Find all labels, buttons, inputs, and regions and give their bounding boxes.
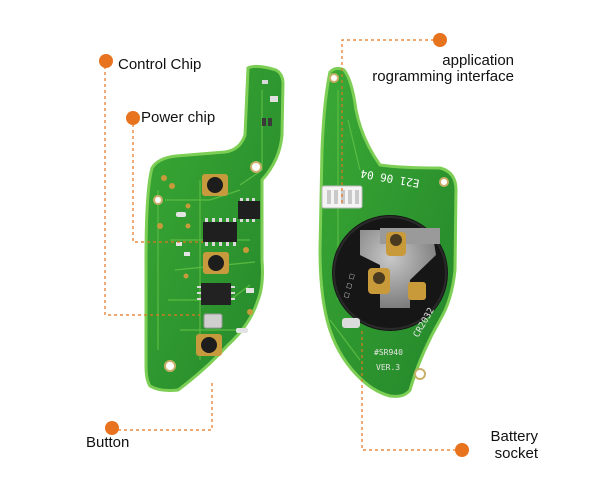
callout-power-chip: Power chip xyxy=(141,109,216,126)
leader-line-battery xyxy=(361,328,462,451)
power-chip xyxy=(238,198,260,222)
mounting-hole xyxy=(329,73,339,83)
smd-component xyxy=(262,118,266,126)
rf-chip xyxy=(197,283,235,305)
solder-pads xyxy=(157,175,253,315)
marker-power-chip xyxy=(126,111,140,125)
marker-battery xyxy=(455,443,469,457)
leader-line-power-chip xyxy=(132,118,203,243)
mounting-hole xyxy=(414,368,426,380)
smd-component xyxy=(342,318,360,328)
smd-component xyxy=(270,96,278,102)
mounting-hole xyxy=(153,195,163,205)
crystal xyxy=(203,313,223,329)
tact-switch xyxy=(203,252,229,274)
leader-lines xyxy=(104,39,462,451)
leader-line-control-chip xyxy=(104,60,200,316)
callout-control-chip: Control Chip xyxy=(118,56,202,73)
smd-components xyxy=(176,212,254,333)
marker-button xyxy=(105,421,119,435)
smd-component xyxy=(268,118,272,126)
tact-switch xyxy=(196,334,222,356)
marker-api xyxy=(433,33,447,47)
markers xyxy=(99,33,469,457)
leader-line-api xyxy=(341,39,440,205)
back-board: □ □ □ E21 06 04 CR2032 #SR940 VER.3 xyxy=(318,66,458,398)
front-board xyxy=(144,64,285,392)
battery-socket: □ □ □ xyxy=(332,215,448,331)
callout-api-line1: application xyxy=(442,52,514,69)
callout-button: Button xyxy=(86,434,130,451)
leader-line-button xyxy=(118,380,213,431)
callout-api-line2: rogramming interface xyxy=(372,68,514,85)
marker-control-chip xyxy=(99,54,113,68)
battery-contact xyxy=(368,268,390,294)
battery-contact xyxy=(386,232,406,256)
mounting-hole xyxy=(250,161,262,173)
mounting-hole xyxy=(164,360,176,372)
callout-battery-line2: socket xyxy=(494,445,538,462)
part-number-print: #SR940 xyxy=(374,348,403,357)
smd-component xyxy=(262,80,268,84)
version-print: VER.3 xyxy=(376,363,400,372)
tact-switch xyxy=(202,174,228,196)
mounting-hole xyxy=(439,177,449,187)
callout-battery-line1: Battery xyxy=(490,428,538,445)
control-chip xyxy=(203,218,237,246)
